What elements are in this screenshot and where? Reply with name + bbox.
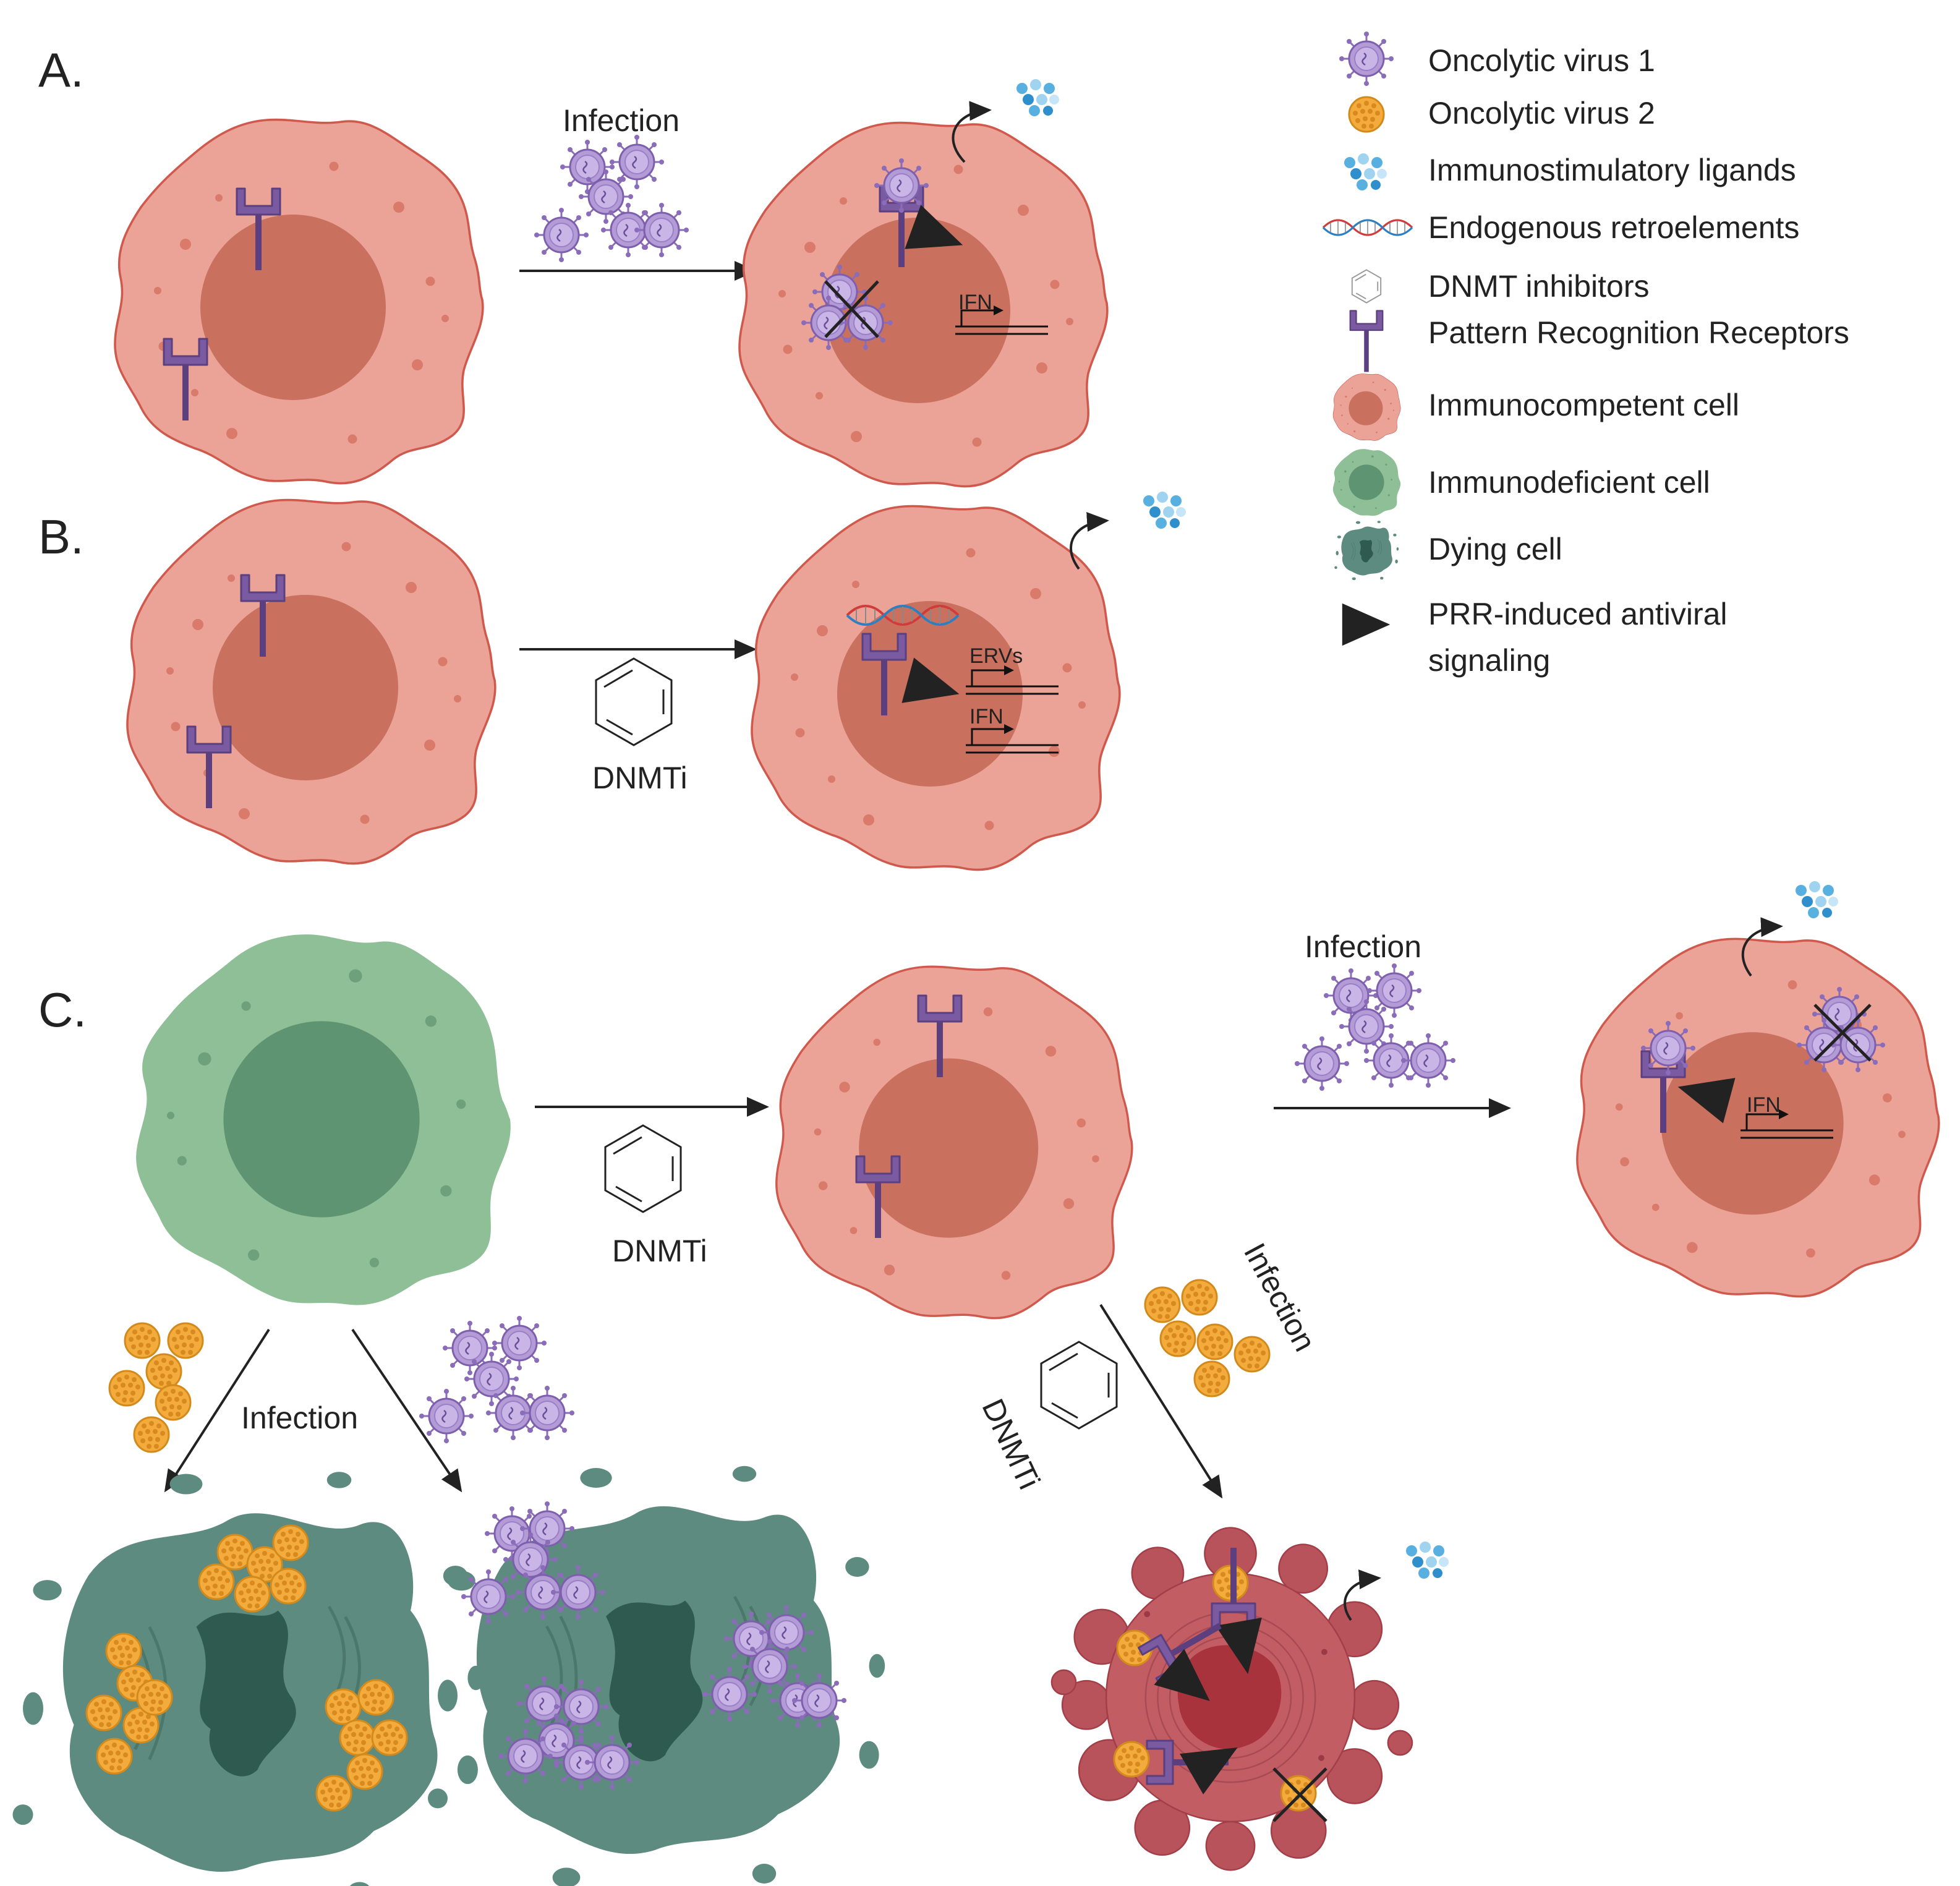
infection-label: Infection [1305, 929, 1421, 964]
panel-b: DNMTi ERVs IFN [127, 492, 1186, 870]
cross-mark [1813, 1004, 1872, 1062]
oncolytic-virus-2-icon [1113, 1741, 1150, 1778]
oncolytic-virus-2-icon [167, 1322, 204, 1359]
benzene-ring-icon [595, 657, 673, 746]
oncolytic-virus-2-icon [1159, 1320, 1196, 1357]
benzene-ring-icon [604, 1124, 682, 1213]
legend-label: Oncolytic virus 2 [1428, 96, 1655, 130]
oncolytic-virus-1-icon [1293, 1035, 1350, 1092]
ifn-label: IFN [958, 291, 992, 314]
oncolytic-virus-1-icon [873, 157, 930, 214]
legend-label: PRR-induced antiviral [1428, 597, 1728, 631]
oncolytic-virus-1-icon [1366, 962, 1423, 1019]
oncolytic-virus-1-icon [1338, 30, 1395, 87]
legend: Oncolytic virus 1 Oncolytic virus 2 Immu… [1322, 30, 1849, 678]
oncolytic-virus-1-icon [1400, 1032, 1457, 1089]
panel-c: DNMTi Infection IFN DNMTi [13, 881, 1939, 1886]
oncolytic-virus-2-icon [1193, 1360, 1230, 1397]
immunodeficient-cell [136, 934, 511, 1305]
dying-cell [13, 1472, 484, 1886]
oncolytic-virus-1-icon [633, 202, 690, 258]
ervs-label: ERVs [969, 644, 1023, 668]
legend-label: Oncolytic virus 1 [1428, 43, 1655, 78]
immunostimulatory-ligands-icon [1143, 492, 1186, 529]
legend-label: Immunostimulatory ligands [1428, 153, 1796, 187]
legend-label: Immunodeficient cell [1428, 465, 1710, 500]
cross-mark [824, 280, 879, 338]
infection-label: Infection [241, 1401, 358, 1435]
oncolytic-virus-1-icon [608, 134, 665, 190]
legend-label: Endogenous retroelements [1428, 210, 1799, 245]
oncolytic-virus-1-icon [1640, 1020, 1697, 1077]
oncolytic-virus-2-icon [1348, 96, 1385, 133]
oncolytic-virus-1-icon [533, 207, 590, 263]
oncolytic-virus-2-icon [1196, 1323, 1234, 1360]
oncolytic-virus-2-icon [1144, 1286, 1181, 1323]
panel-label-c: C. [38, 983, 87, 1037]
oncolytic-virus-2-icon [124, 1322, 161, 1359]
oncolytic-virus-1-icon [418, 1388, 475, 1444]
legend-label: Dying cell [1428, 532, 1562, 566]
immunocompetent-cell [115, 120, 483, 484]
infection-label: Infection [563, 103, 680, 138]
benzene-ring-icon [1040, 1341, 1118, 1430]
immunostimulatory-ligands-icon [1344, 153, 1387, 190]
oncolytic-virus-1-icon [1830, 1017, 1886, 1073]
immunostimulatory-ligands-icon [1016, 79, 1059, 116]
immunocompetent-cell-icon [1333, 374, 1400, 441]
signaling-triangle-icon [1342, 603, 1391, 646]
immunostimulatory-ligands-icon [1406, 1542, 1449, 1579]
legend-label: Immunocompetent cell [1428, 388, 1739, 422]
immunocompetent-cell [127, 500, 495, 864]
transition-arrow [1099, 1304, 1223, 1499]
oncolytic-virus-2-icon [1234, 1336, 1271, 1373]
panel-label-b: B. [38, 510, 84, 564]
oncolytic-virus-2-icon [133, 1416, 170, 1453]
panel-a: Infection IFN [115, 79, 1107, 487]
receptor-icon [1349, 310, 1384, 373]
secretion-arrow [1070, 511, 1109, 570]
transition-arrow [164, 1328, 270, 1493]
oncolytic-virus-2-icon [1181, 1279, 1218, 1316]
secretion-arrow [952, 101, 992, 163]
legend-label: Pattern Recognition Receptors [1428, 315, 1849, 350]
immunodeficient-cell-icon [1332, 449, 1401, 516]
benzene-ring-icon [1351, 269, 1382, 304]
dnmti-label: DNMTi [612, 1234, 707, 1268]
secretion-arrow [1344, 1569, 1381, 1621]
oncolytic-virus-2-icon [145, 1353, 182, 1390]
dnmti-label: DNMTi [975, 1394, 1047, 1495]
ifn-label: IFN [969, 705, 1003, 728]
transition-arrow [351, 1328, 462, 1493]
cross-mark [1272, 1767, 1327, 1822]
oncolytic-virus-2-icon [155, 1384, 192, 1421]
immunocompetent-cell [1577, 939, 1939, 1296]
legend-label: signaling [1428, 643, 1550, 678]
dying-cell-icon [1334, 521, 1399, 580]
ifn-label: IFN [1747, 1093, 1781, 1117]
panel-label-a: A. [38, 43, 84, 97]
oncolytic-virus-2-icon [108, 1370, 145, 1407]
immunostimulatory-ligands-icon [1796, 881, 1838, 918]
oncolytic-virus-1-icon [519, 1385, 576, 1441]
legend-label: DNMT inhibitors [1428, 269, 1650, 304]
dna-helix-icon [1322, 219, 1413, 236]
oncolytic-virus-1-icon [491, 1315, 548, 1372]
secretion-arrow [1741, 917, 1783, 977]
dnmti-label: DNMTi [592, 761, 688, 795]
immunocompetent-cell [739, 123, 1107, 487]
